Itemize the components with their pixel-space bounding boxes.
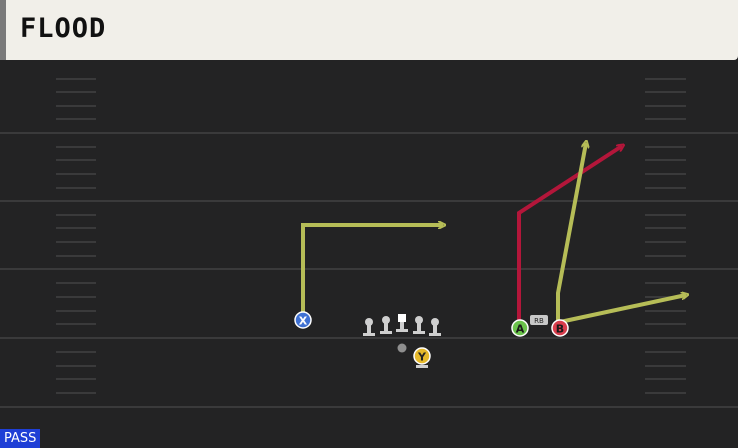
rb-label: RB bbox=[534, 317, 544, 325]
lineman-icon bbox=[413, 316, 425, 334]
play-type-badge: PASS bbox=[0, 429, 41, 448]
route-b-flat[interactable] bbox=[559, 295, 686, 324]
player-b-label: B bbox=[556, 323, 564, 336]
player-x[interactable]: X bbox=[294, 311, 312, 329]
player-y-label: Y bbox=[417, 351, 427, 364]
play-header: FLOOD bbox=[0, 0, 738, 60]
hash-marks-left bbox=[56, 78, 96, 394]
lineman-icon bbox=[380, 316, 392, 334]
player-a[interactable]: A bbox=[511, 319, 529, 337]
route-a[interactable] bbox=[517, 146, 622, 328]
quarterback-marker[interactable] bbox=[397, 343, 407, 353]
play-title: FLOOD bbox=[20, 13, 107, 44]
player-x-label: X bbox=[299, 315, 308, 328]
route-rb-vertical[interactable] bbox=[556, 143, 586, 321]
player-b[interactable]: B bbox=[551, 319, 569, 337]
yard-lines bbox=[0, 132, 738, 408]
offensive-line bbox=[363, 314, 441, 336]
route-x[interactable] bbox=[301, 225, 443, 318]
lineman-icon bbox=[363, 318, 375, 336]
hash-marks-right bbox=[645, 78, 686, 394]
football-field bbox=[0, 60, 738, 448]
rb-tag[interactable]: RB bbox=[530, 315, 548, 325]
player-y[interactable]: Y bbox=[413, 347, 431, 368]
center-icon bbox=[396, 314, 408, 332]
player-a-label: A bbox=[516, 323, 525, 336]
lineman-icon bbox=[429, 318, 441, 336]
